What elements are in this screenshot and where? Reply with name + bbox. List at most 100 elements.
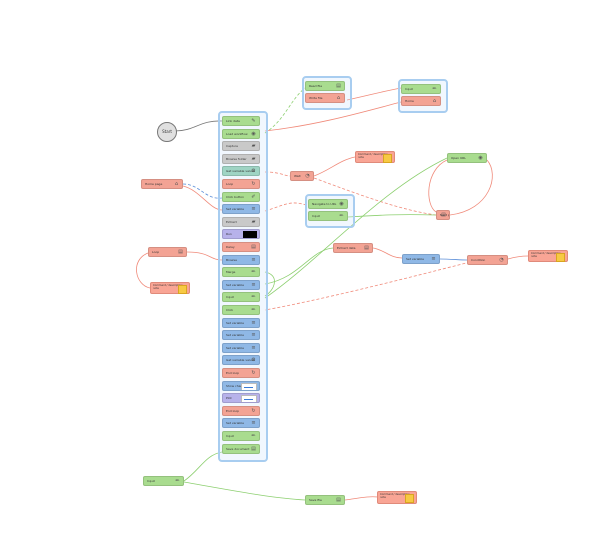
doc-icon: ▤ [251,244,256,250]
pen-icon: ✏ [251,433,256,439]
note-top[interactable]: Comment / description note [355,151,395,163]
edge [428,159,448,213]
main-step[interactable]: Show chart [222,380,260,391]
folder-icon: ▰ [251,143,256,150]
main-step[interactable]: Set variable≡ [222,317,260,328]
node-label: Input [147,479,155,483]
main-step[interactable]: Input✏ [222,292,260,303]
node-label: Browse folder [226,156,247,161]
node-label: Set variable [226,207,244,212]
note-bottom[interactable]: Comment / description note [377,491,417,504]
node-bottom-save[interactable]: Save file▤ [305,495,345,505]
list-icon: ≡ [251,256,256,263]
main-step[interactable]: Click button ✐ [222,191,260,202]
main-step[interactable]: Click✏ [222,305,260,315]
node-label: Plot [226,396,232,401]
doc-icon: ▤ [336,497,341,503]
node-condition[interactable]: Condition◔ [467,255,508,265]
sticky-note-icon [178,285,187,294]
node-label: Write file [309,96,323,100]
edge [346,87,402,101]
start-label: Start [162,129,172,134]
edge [372,247,403,259]
node-wait[interactable]: Wait◔ [290,171,314,181]
clock-icon: ◔ [499,257,504,263]
node-label: Save document [226,446,250,451]
node-label: Load workflow [226,131,248,136]
main-step[interactable]: Delay▤ [222,242,260,252]
node-set-var-blue[interactable]: Set variable≡ [402,254,440,264]
folder-icon: ▰ [251,155,256,162]
main-step[interactable]: Set variable≡ [222,330,260,341]
pen-icon: ✏ [251,269,256,276]
doc-icon: ▤ [441,212,446,218]
main-step[interactable]: Set variable≡ [222,204,260,215]
home-icon: ⌂ [432,98,437,104]
main-step[interactable]: End loop↻ [222,368,260,378]
pen-icon: ✏ [251,294,256,301]
main-step[interactable]: Browse≡ [222,254,260,265]
group-top-step[interactable]: Read file▤ [305,81,345,91]
gear-icon: ⚙ [251,168,256,175]
group-right-step[interactable]: Input✏ [401,84,441,94]
sticky-note-icon [405,494,414,503]
start-node[interactable]: Start [157,122,177,142]
globe-icon: ◉ [251,130,256,137]
node-label: Home [405,99,414,103]
main-step[interactable]: Loop↻ [222,179,260,189]
doc-icon: ▤ [364,245,369,251]
node-bottom-input[interactable]: Input ✏ [143,476,184,486]
note-text: Comment / description note [153,284,183,290]
list-icon: ≡ [251,420,256,427]
node-label: Extract [226,219,237,224]
node-label: Wait [294,174,301,178]
main-step[interactable]: Run [222,229,260,240]
main-step[interactable]: End loop↻ [222,405,260,416]
edge [507,255,529,260]
main-step[interactable]: Extract▰ [222,216,260,227]
main-step[interactable]: Browse folder ▰ [222,153,260,164]
main-step[interactable]: Plot [222,393,260,404]
node-loop-left[interactable]: Loop▤ [148,247,187,257]
edge [313,177,437,216]
note-left[interactable]: Comment / description note [150,282,190,294]
main-step[interactable]: Capture▰ [222,141,260,152]
group-right-step[interactable]: Home ⌂ [401,96,441,106]
edge [264,261,471,311]
edge [136,252,151,289]
pen-icon: ✏ [339,213,344,219]
globe-icon: ◉ [339,201,344,207]
pen-icon: ✏ [175,478,180,484]
node-label: Click button [226,194,244,199]
edge [174,120,223,132]
doc-icon: ▤ [336,83,341,89]
pen-icon: ✏ [432,86,437,92]
main-step[interactable]: Set variable≡ [222,418,260,429]
main-step[interactable]: Save document▤ [222,443,260,454]
node-extract-mid[interactable]: Extract data▤ [333,243,373,253]
node-open-url[interactable]: Open URL◉ [447,153,487,163]
node-label: End loop [226,371,240,375]
main-step[interactable]: Set variable≡ [222,342,260,353]
note-right[interactable]: Comment / description note [528,250,568,262]
group-mid-step[interactable]: Navigate to URL◉ [308,199,348,209]
main-step[interactable]: Get variable values⚙ [222,355,260,366]
main-step[interactable]: Load workflow◉ [222,128,260,139]
main-step[interactable]: Get variable values⚙ [222,166,260,177]
group-top-step[interactable]: Write file⌂ [305,93,345,103]
main-step[interactable]: Input✏ [222,431,260,441]
list-icon: ≡ [431,256,436,262]
node-home-left[interactable]: Home page⌂ [141,179,183,189]
node-next-page[interactable]: Next page▤ [436,210,450,220]
preview-box [243,231,257,239]
group-mid-step[interactable]: Input✏ [308,211,348,221]
chart-icon [241,382,257,390]
loop-icon: ↻ [251,407,256,414]
edit-icon: ✐ [251,193,256,200]
main-step[interactable]: Link data✎ [222,116,260,126]
list-icon: ≡ [251,332,256,339]
edge [183,451,223,482]
main-step[interactable]: Set variable≡ [222,279,260,290]
node-label: Get variable values [226,358,256,363]
main-step[interactable]: Merge✏ [222,267,260,278]
